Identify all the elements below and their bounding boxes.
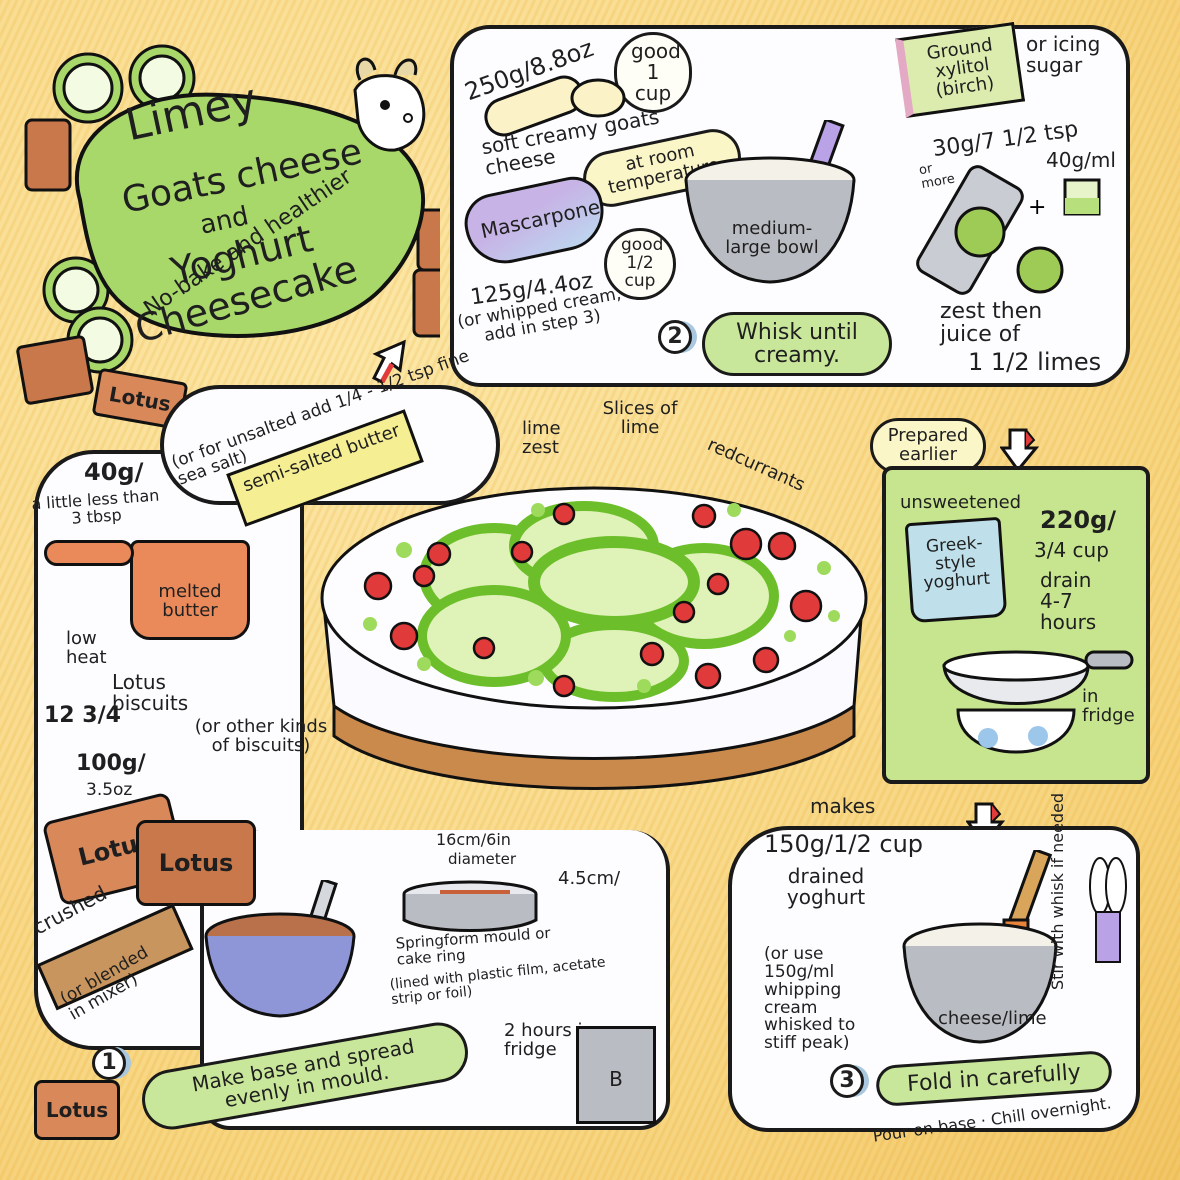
biscuit-icon	[15, 334, 95, 406]
topping-label-lime-slices: Slices of lime	[602, 398, 678, 438]
title-area: Limey Goats cheese and Yoghurt Cheesecak…	[15, 40, 440, 431]
yoghurt-unsweetened-note: unsweetened	[900, 492, 1022, 513]
sweetener-alternative: or icing sugar	[1026, 32, 1101, 77]
arrow-down-icon	[1000, 428, 1040, 472]
yoghurt-name: Greek-style yoghurt	[922, 533, 991, 593]
xylitol-label: Ground xylitol (birch)	[925, 34, 996, 102]
makes-label: makes	[810, 794, 876, 818]
chill-time: 2 hours in fridge	[504, 1020, 594, 1060]
step3-alternative: (or use 150g/ml whipping cream whisked t…	[764, 944, 856, 1054]
step-2-label: Whisk until creamy.	[702, 312, 892, 377]
low-heat-label: low heat	[66, 628, 107, 668]
yoghurt-amount: 220g/	[1040, 506, 1117, 534]
mould-height: 4.5cm/	[558, 868, 621, 889]
lotus-biscuit-3: Lotus	[34, 1080, 120, 1140]
mixing-bowl-icon	[684, 120, 856, 284]
cheesecake-illustration	[320, 486, 868, 790]
xylitol-box: Ground xylitol (birch)	[895, 22, 1025, 118]
biscuit-count: 12 3/4	[44, 703, 121, 728]
fridge-note: in fridge	[1082, 686, 1135, 726]
mascarpone-cups: good 1/2 cup	[604, 228, 676, 300]
whisk-icon	[1089, 857, 1127, 963]
drained-yoghurt-name: drained yoghurt	[786, 864, 866, 909]
goats-cheese-cups: good 1 cup	[614, 32, 692, 113]
mould-diameter-label: diameter	[448, 850, 516, 868]
biscuit-alternative: (or other kinds of biscuits)	[194, 716, 328, 756]
lime-quantity: 1 1/2 limes	[968, 348, 1102, 376]
drained-yoghurt-amount: 150g/1/2 cup	[764, 830, 924, 858]
springform-mould-icon	[402, 880, 538, 932]
biscuit-name: Lotus biscuits	[112, 670, 189, 715]
biscuit-weight: 100g/	[76, 751, 146, 776]
lotus-biscuit-2: Lotus	[136, 820, 256, 906]
grater-and-lime-icon: +	[916, 165, 1101, 295]
crumb-bowl-icon	[204, 880, 356, 1018]
lime-instruction: zest then juice of	[940, 299, 1043, 348]
step-2-badge: 2	[658, 320, 692, 354]
goat-icon	[353, 57, 426, 152]
mascarpone-label: Mascarpone	[478, 194, 603, 244]
step-3-badge: 3	[830, 1064, 864, 1098]
goats-cheese-icon	[484, 75, 626, 137]
lime-juice-amount: 40g/ml	[1046, 148, 1116, 172]
yoghurt-cups: 3/4 cup	[1034, 538, 1109, 562]
pan-handle	[44, 540, 134, 566]
bowl-label: medium-large bowl	[725, 218, 819, 258]
prepared-earlier-badge: Prepared earlier	[870, 418, 986, 474]
biscuit-weight-oz: 3.5oz	[86, 780, 133, 800]
drain-time: drain 4-7 hours	[1040, 568, 1097, 634]
melted-butter-pan: melted butter	[130, 540, 250, 640]
whisk-note: Stir with whisk if needed	[1048, 792, 1067, 990]
sieve-and-bowl-icon	[942, 650, 1134, 754]
melted-butter-label: melted butter	[158, 581, 222, 621]
fridge-icon: B	[576, 1026, 656, 1124]
butter-amount: 40g/	[84, 458, 144, 486]
folding-bowl-icon	[902, 850, 1058, 1044]
svg-text:+: +	[1028, 195, 1046, 220]
mould-diameter: 16cm/6in	[436, 830, 511, 849]
arrow-up-right-icon	[371, 339, 406, 384]
yoghurt-tub: Greek-style yoghurt	[904, 516, 1008, 624]
topping-label-lime-zest: lime zest	[522, 418, 561, 458]
cheese-lime-bowl-label: cheese/lime	[938, 1008, 1047, 1029]
step-1-badge: 1	[92, 1046, 126, 1080]
